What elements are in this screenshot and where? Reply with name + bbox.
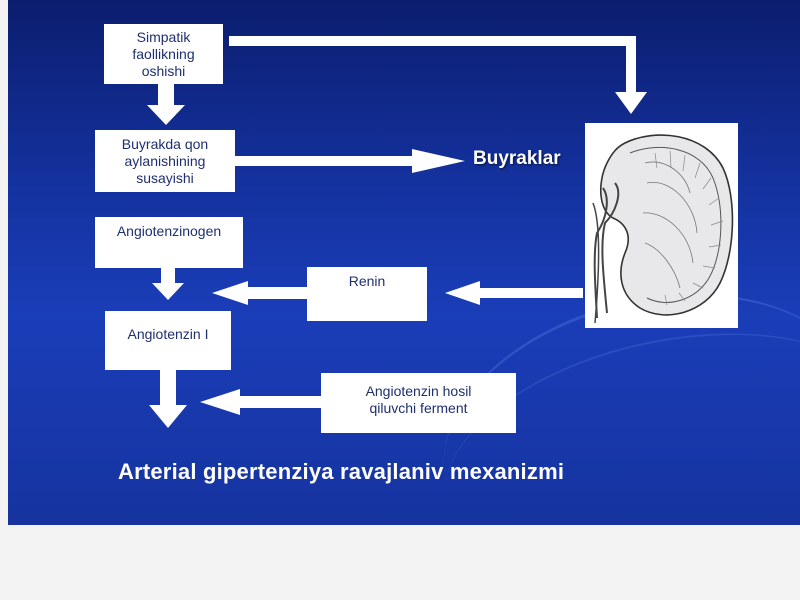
node-renin-label: Renin	[348, 273, 386, 289]
node-renin: Renin	[307, 267, 427, 321]
diagram-title: Arterial gipertenziya ravajlaniv mexaniz…	[118, 459, 565, 484]
arrow-ace-to-pathway	[200, 389, 321, 415]
kidney-illustration	[585, 123, 738, 328]
node-angiotensinogen: Angiotenzinogen	[95, 217, 243, 268]
arrow-sympathetic-to-bloodflow	[147, 84, 185, 125]
node-angiotensin-1-label: Angiotenzin I	[127, 326, 209, 342]
arrow-sympathetic-to-kidney	[229, 36, 647, 114]
node-sympathetic-activity: Simpatik faollikning oshishi	[104, 24, 223, 84]
node-ace-label: Angiotenzin hosil qiluvchi ferment	[365, 383, 472, 416]
node-renal-blood-flow: Buyrakda qon aylanishining susayishi	[95, 130, 235, 192]
arrow-angiotensinogen-to-angiotensin1	[152, 268, 184, 300]
arrow-renin-to-angiotensin1	[212, 281, 307, 305]
node-renal-blood-flow-label: Buyrakda qon aylanishining susayishi	[121, 135, 209, 186]
arrow-bloodflow-to-kidneys	[235, 149, 465, 173]
kidney-icon	[592, 134, 734, 324]
node-ace: Angiotenzin hosil qiluvchi ferment	[321, 373, 516, 433]
node-angiotensin-1: Angiotenzin I	[105, 311, 231, 370]
node-kidneys-label: Buyraklar	[473, 148, 561, 169]
node-angiotensinogen-label: Angiotenzinogen	[116, 223, 222, 239]
node-sympathetic-activity-label: Simpatik faollikning oshishi	[132, 28, 195, 79]
arrow-kidney-to-renin	[445, 281, 583, 305]
arrow-angiotensin1-down	[149, 370, 187, 428]
